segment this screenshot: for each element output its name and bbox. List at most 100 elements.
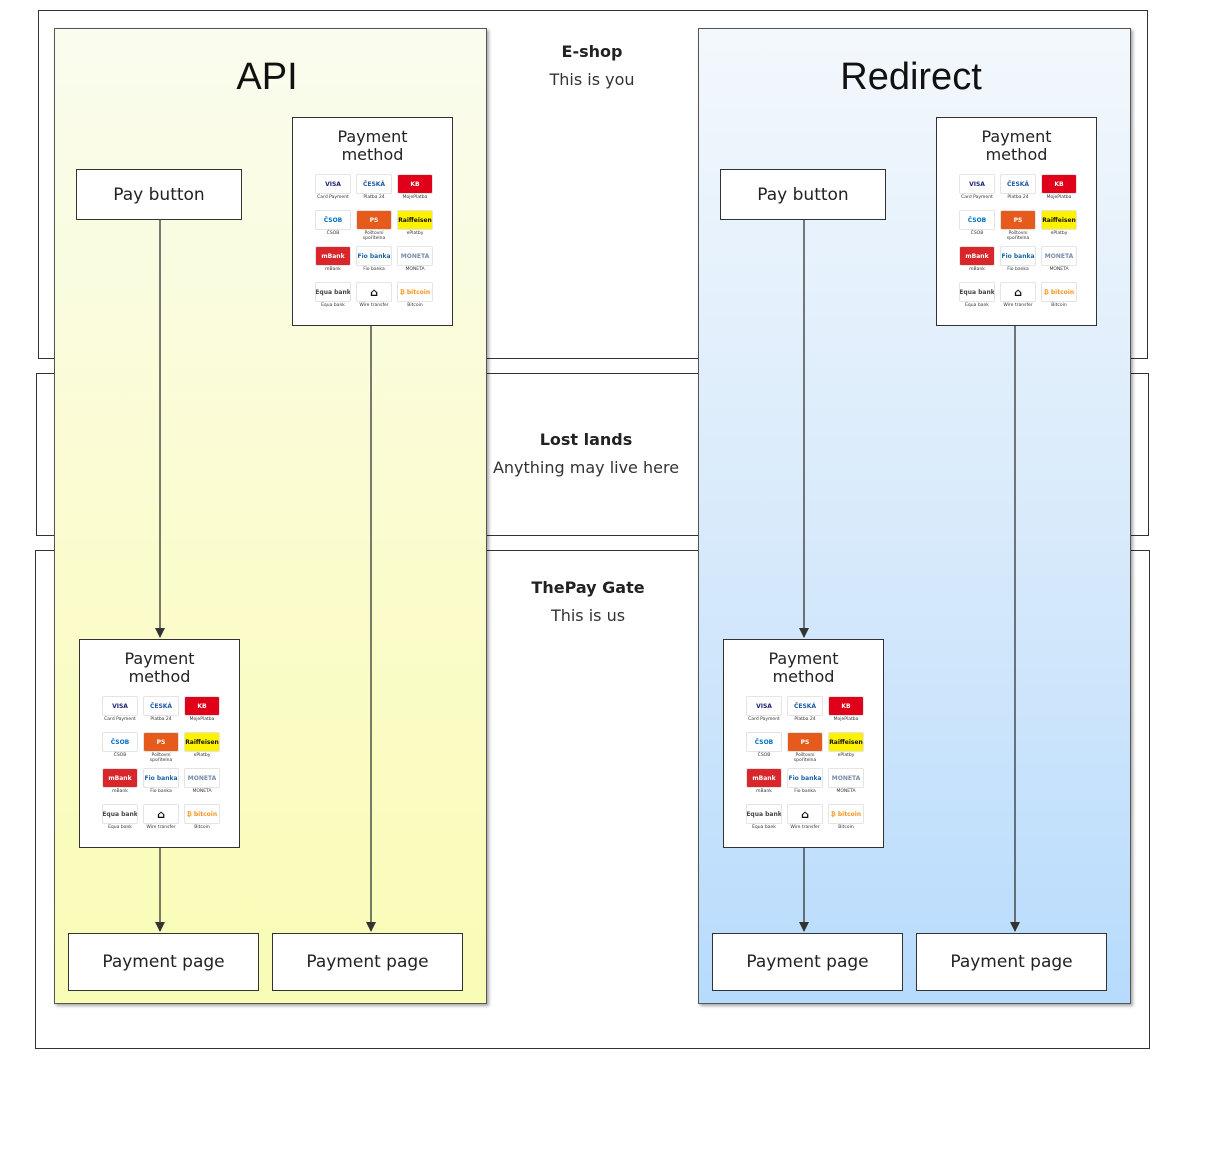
eshop-title: E-shop bbox=[561, 42, 623, 61]
bitcoin-logo: ₿ bitcoin bbox=[828, 804, 864, 824]
lost-lands-subtitle: Anything may live here bbox=[492, 458, 680, 477]
payment-method-label: Fio banka bbox=[794, 789, 816, 794]
payment-logo: mBank bbox=[102, 768, 138, 788]
payment-logo: KB bbox=[1041, 174, 1077, 194]
payment-method-label: Bitcoin bbox=[838, 825, 854, 830]
payment-method-label: Wire transfer bbox=[1003, 303, 1033, 308]
payment-logo: Fio banka bbox=[1000, 246, 1036, 266]
payment-method-label: Platba 24 bbox=[794, 717, 816, 722]
redirect-column-title: Redirect bbox=[840, 56, 982, 98]
payment-method-label: Bitcoin bbox=[194, 825, 210, 830]
payment-method-label: Fio banka bbox=[1007, 267, 1029, 272]
payment-logo: PS bbox=[1000, 210, 1036, 230]
payment-logo: VISA bbox=[746, 696, 782, 716]
payment-method-label: Fio banka bbox=[150, 789, 172, 794]
payment-logo: MONETA bbox=[828, 768, 864, 788]
payment-logo: ČESKÁ bbox=[1000, 174, 1036, 194]
payment-logo: mBank bbox=[315, 246, 351, 266]
payment-logo: PS bbox=[143, 732, 179, 752]
payment-method-label: Platba 24 bbox=[150, 717, 172, 722]
bank-icon: ⌂ bbox=[787, 804, 823, 824]
payment-logo: PS bbox=[356, 210, 392, 230]
payment-logo: VISA bbox=[315, 174, 351, 194]
payment-logo: Raiffeisen bbox=[1041, 210, 1077, 230]
payment-logo: ČESKÁ bbox=[787, 696, 823, 716]
payment-method-label: Card Payment bbox=[317, 195, 349, 200]
payment-method-label: Bitcoin bbox=[407, 303, 423, 308]
lost-lands-title: Lost lands bbox=[539, 430, 633, 449]
bank-icon: ⌂ bbox=[143, 804, 179, 824]
api-payment-page-2: Payment page bbox=[272, 933, 463, 991]
payment-method-label: MojePlatba bbox=[1046, 195, 1072, 200]
bitcoin-logo: ₿ bitcoin bbox=[1041, 282, 1077, 302]
redirect-payment-page-2: Payment page bbox=[916, 933, 1107, 991]
payment-logo: ČSOB bbox=[315, 210, 351, 230]
thepay-gate-subtitle: This is us bbox=[550, 606, 626, 625]
payment-logo: ČSOB bbox=[959, 210, 995, 230]
payment-method-label: mBank bbox=[756, 789, 772, 794]
payment-method-option: ⌂Wire transfer bbox=[143, 804, 179, 837]
payment-method-label: mBank bbox=[969, 267, 985, 272]
api-column-title: API bbox=[236, 56, 298, 98]
payment-method-label: Card Payment bbox=[104, 717, 136, 722]
payment-method-label: ePlatby bbox=[1050, 231, 1068, 236]
payment-logo: Fio banka bbox=[787, 768, 823, 788]
payment-logo: Equa bank bbox=[959, 282, 995, 302]
payment-logo: Equa bank bbox=[746, 804, 782, 824]
payment-method-label: Wire transfer bbox=[790, 825, 820, 830]
payment-logo: KB bbox=[828, 696, 864, 716]
payment-logo: VISA bbox=[959, 174, 995, 194]
zone-thepay-gate bbox=[35, 550, 1150, 1049]
payment-logo: KB bbox=[397, 174, 433, 194]
payment-logo: Equa bank bbox=[315, 282, 351, 302]
payment-method-option: ⌂Wire transfer bbox=[787, 804, 823, 837]
payment-method-option: ⌂Wire transfer bbox=[1000, 282, 1036, 315]
payment-logo: MONETA bbox=[184, 768, 220, 788]
eshop-subtitle: This is you bbox=[549, 70, 635, 89]
payment-logo: ČESKÁ bbox=[143, 696, 179, 716]
payment-logo: PS bbox=[787, 732, 823, 752]
payment-logo: Raiffeisen bbox=[184, 732, 220, 752]
payment-method-label: ePlatby bbox=[837, 753, 855, 758]
payment-method-label: Card Payment bbox=[748, 717, 780, 722]
payment-method-label: Equa bank bbox=[321, 303, 345, 308]
payment-method-label: Equa bank bbox=[752, 825, 776, 830]
payment-method-label: MONETA bbox=[192, 789, 212, 794]
payment-method-label: Poštovní spořitelna bbox=[149, 753, 173, 763]
payment-method-label: MONETA bbox=[836, 789, 856, 794]
